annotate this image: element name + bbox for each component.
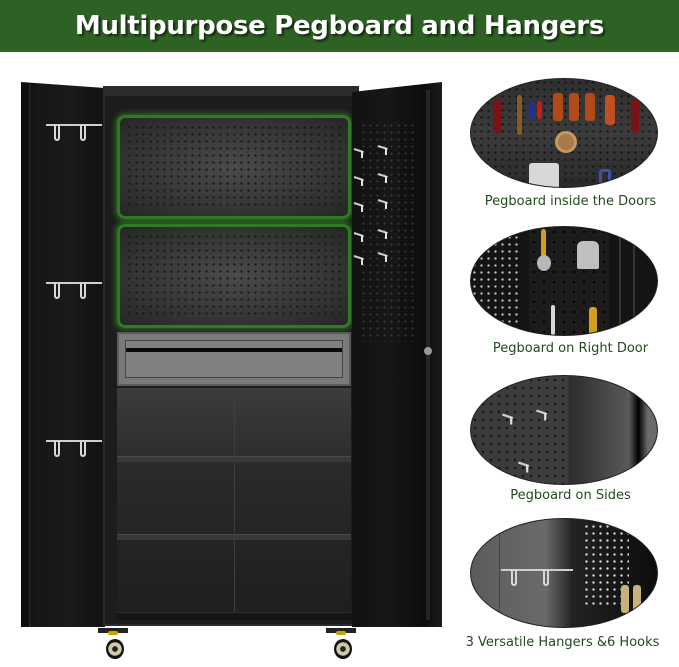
caster-wheel-icon bbox=[98, 628, 128, 660]
feature-pegboard-doors: Pegboard inside the Doors bbox=[462, 78, 679, 218]
door-hanger-middle bbox=[46, 280, 102, 302]
shelf-upper bbox=[117, 456, 351, 462]
lock-icon bbox=[424, 347, 432, 355]
banner-title: Multipurpose Pegboard and Hangers bbox=[74, 11, 605, 41]
hangers-and-hooks-image bbox=[470, 518, 658, 628]
wrench-on-door-pegboard-image bbox=[470, 226, 658, 336]
title-banner: Multipurpose Pegboard and Hangers bbox=[0, 0, 679, 52]
door-hanger-bottom bbox=[46, 438, 102, 460]
drawer bbox=[117, 332, 351, 386]
feature-caption: Pegboard inside the Doors bbox=[484, 194, 657, 209]
feature-caption: 3 Versatile Hangers &6 Hooks bbox=[465, 635, 660, 650]
side-pegboard-image bbox=[470, 375, 658, 485]
peg-hook-icon bbox=[378, 145, 390, 155]
feature-caption: Pegboard on Sides bbox=[510, 488, 631, 503]
peg-hook-icon bbox=[354, 232, 366, 242]
door-hanger-top bbox=[46, 122, 102, 144]
peg-hook-icon bbox=[378, 229, 390, 239]
peg-hook-icon bbox=[354, 202, 366, 212]
shelf-lower bbox=[117, 534, 351, 540]
caster-wheel-icon bbox=[326, 628, 356, 660]
drawer-handle bbox=[126, 348, 342, 352]
feature-pegboard-sides: Pegboard on Sides bbox=[462, 375, 679, 515]
feature-hangers-hooks: 3 Versatile Hangers &6 Hooks bbox=[462, 518, 679, 667]
pegboard-panel-upper bbox=[117, 115, 351, 219]
left-door bbox=[21, 82, 105, 627]
pegboard-panel-lower bbox=[117, 224, 351, 328]
feature-pegboard-right-door: Pegboard on Right Door bbox=[462, 226, 679, 366]
peg-hook-icon bbox=[378, 199, 390, 209]
peg-hook-icon bbox=[354, 148, 366, 158]
right-door bbox=[352, 82, 442, 627]
cabinet-image bbox=[0, 52, 460, 667]
peg-hook-icon bbox=[378, 252, 390, 262]
peg-hook-icon bbox=[354, 176, 366, 186]
peg-hook-icon bbox=[378, 173, 390, 183]
peg-hook-icon bbox=[354, 255, 366, 265]
feature-caption: Pegboard on Right Door bbox=[492, 341, 649, 356]
tools-on-pegboard-image bbox=[470, 78, 658, 188]
cabinet-body bbox=[103, 86, 359, 626]
shelf-compartment bbox=[117, 388, 351, 620]
